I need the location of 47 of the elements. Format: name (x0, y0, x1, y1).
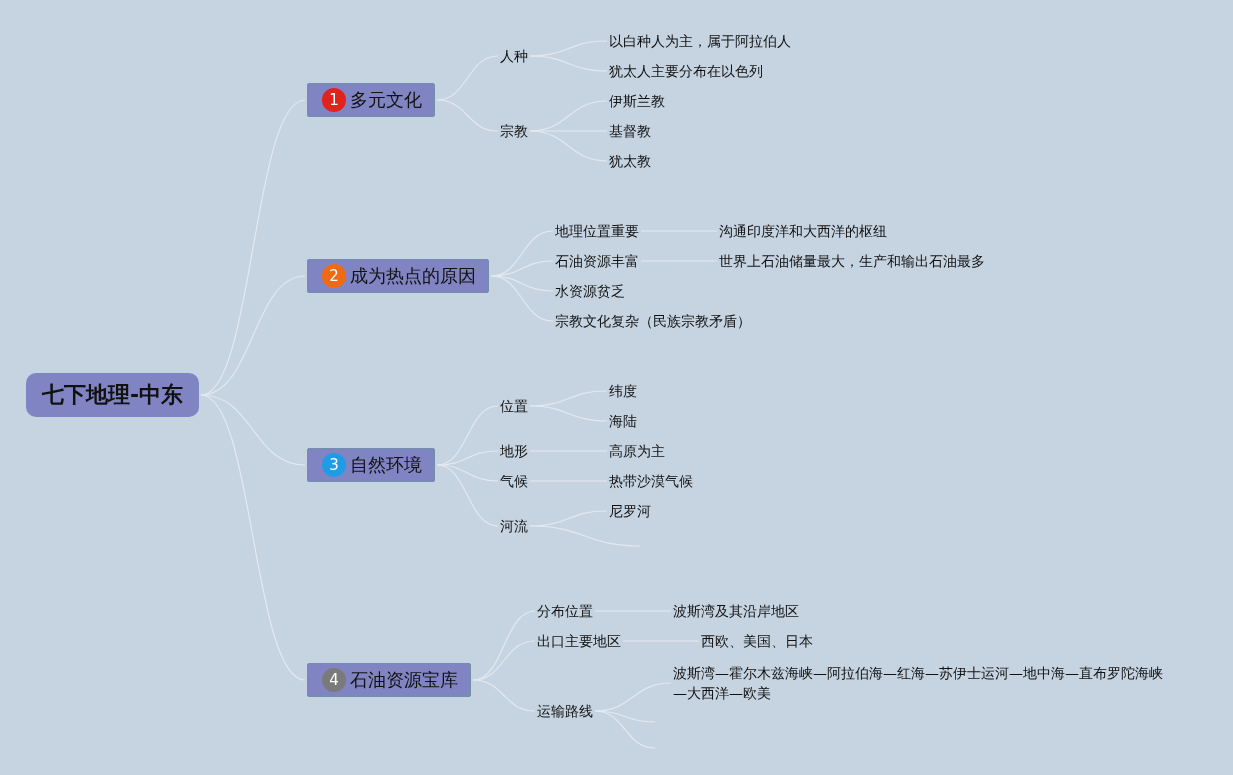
topic-text: 宗教文化复杂（民族宗教矛盾） (555, 312, 751, 330)
connector-line (472, 679, 536, 712)
topic-text: 以白种人为主，属于阿拉伯人 (609, 32, 791, 50)
topic-text: 海陆 (609, 412, 637, 430)
topic-text: 地形 (500, 442, 528, 460)
topic-text: 波斯湾—霍尔木兹海峡—阿拉伯海—红海—苏伊士运河—地中海—直布罗陀海峡—大西洋—欧美 (673, 663, 1173, 703)
connector-line (529, 130, 608, 162)
topic-title: 自然环境 (350, 453, 422, 477)
topic-text: 出口主要地区 (537, 632, 621, 650)
topic-box (307, 259, 489, 293)
topic-text: 沟通印度洋和大西洋的枢纽 (719, 222, 887, 240)
topic-title: 石油资源宝库 (350, 668, 458, 692)
number-badge: 2 (322, 264, 346, 288)
topic-text: 尼罗河 (609, 502, 651, 520)
topic-text: 热带沙漠气候 (609, 472, 693, 490)
topic-title: 多元文化 (350, 88, 422, 112)
topic-box (307, 448, 435, 482)
topic-box (307, 663, 471, 697)
connector-line (529, 405, 608, 422)
topic-text: 宗教 (500, 122, 528, 140)
topic-text: 纬度 (609, 382, 637, 400)
number-badge: 3 (322, 453, 346, 477)
topic-text: 波斯湾及其沿岸地区 (673, 602, 799, 620)
topic-text: 伊斯兰教 (609, 92, 665, 110)
topic-text: 高原为主 (609, 442, 665, 460)
topic-text: 位置 (500, 397, 528, 415)
number-badge: 4 (322, 668, 346, 692)
topic-text: 犹太教 (609, 152, 651, 170)
topic-text: 地理位置重要 (555, 222, 639, 240)
connector-line (436, 99, 499, 132)
topic-text: 西欧、美国、日本 (701, 632, 813, 650)
topic-text: 河流 (500, 517, 528, 535)
topic-text: 石油资源丰富 (555, 252, 639, 270)
topic-text: 犹太人主要分布在以色列 (609, 62, 763, 80)
root-topic-box: 七下地理-中东 (26, 373, 200, 417)
topic-text: 世界上石油储量最大，生产和输出石油最多 (719, 252, 985, 270)
number-badge: 1 (322, 88, 346, 112)
topic-text: 气候 (500, 472, 528, 490)
topic-text: 水资源贫乏 (555, 282, 625, 300)
topic-text: 运输路线 (537, 702, 593, 720)
topic-text: 人种 (500, 47, 528, 65)
topic-title: 成为热点的原因 (350, 264, 476, 288)
topic-box (307, 83, 435, 117)
connector-line (529, 55, 608, 72)
connector-line (529, 525, 641, 547)
topic-text: 分布位置 (537, 602, 593, 620)
topic-text: 基督教 (609, 122, 651, 140)
